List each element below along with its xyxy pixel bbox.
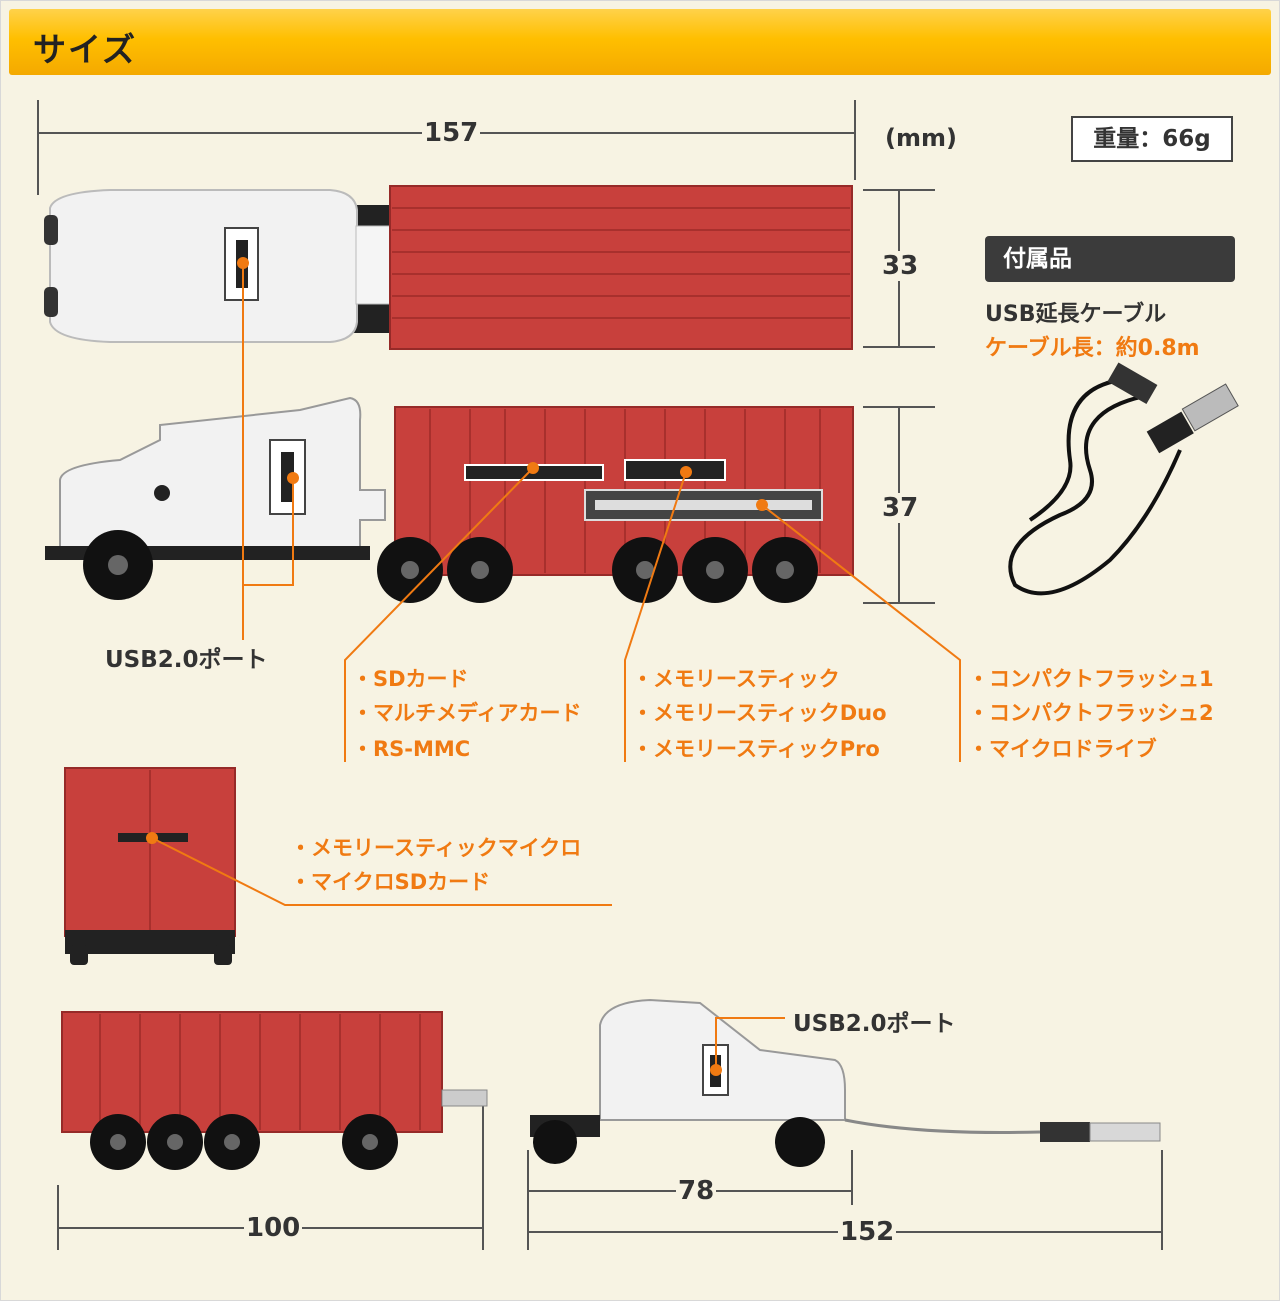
accessory-length: ケーブル長：約0.8m [985, 336, 1200, 361]
leader-lines [151, 263, 961, 1070]
section-header: サイズ [9, 9, 1271, 75]
slot-sd: ・SDカード [352, 667, 469, 691]
trailer-bottom-view [61, 1011, 488, 1170]
slot-ms: ・メモリースティック [632, 667, 840, 691]
slot-rsmmc: ・RS-MMC [352, 737, 471, 761]
accessory-heading: 付属品 [985, 236, 1235, 282]
slot-ms-micro: ・メモリースティックマイクロ [290, 836, 582, 860]
trailer-rear-view [64, 767, 236, 965]
slot-ms-pro: ・メモリースティックPro [632, 737, 880, 761]
usb-cable-image [1008, 378, 1182, 596]
dim-cab-cable-length: 152 [838, 1217, 897, 1247]
accessory-name: USB延長ケーブル [985, 302, 1167, 327]
slot-cf2: ・コンパクトフラッシュ2 [968, 701, 1214, 725]
dim-top-height: 33 [880, 251, 921, 281]
slot-cf1: ・コンパクトフラッシュ1 [968, 667, 1214, 691]
truck-side-view [45, 396, 854, 603]
slot-microdrive: ・マイクロドライブ [968, 737, 1157, 761]
usb-port-label-side: USB2.0ポート [105, 647, 268, 673]
slot-microsd: ・マイクロSDカード [290, 870, 491, 894]
slot-mmc: ・マルチメディアカード [352, 701, 582, 725]
slot-ms-duo: ・メモリースティックDuo [632, 701, 887, 725]
unit-label: (mm) [885, 124, 957, 152]
usb-port-label-cab: USB2.0ポート [793, 1011, 956, 1037]
truck-top-view [44, 185, 853, 350]
dim-side-height: 37 [880, 493, 921, 523]
dim-trailer-length: 100 [244, 1213, 303, 1243]
dim-top-length: 157 [422, 118, 481, 148]
section-title: サイズ [33, 30, 138, 69]
weight-box: 重量：66g [1071, 116, 1233, 162]
dim-cab-length: 78 [676, 1176, 717, 1206]
